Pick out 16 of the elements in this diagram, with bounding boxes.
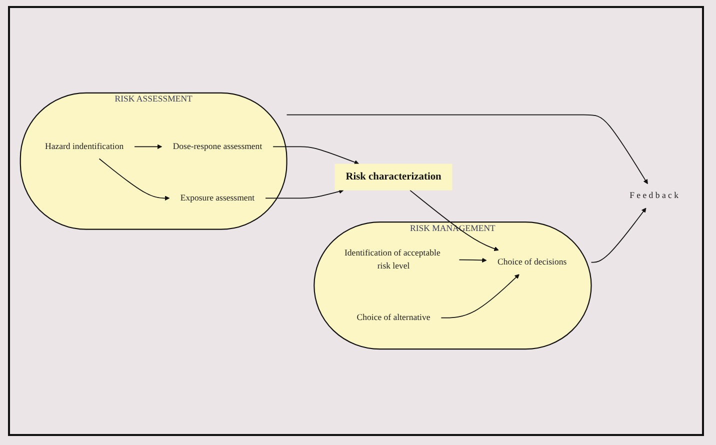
arrow [134, 144, 162, 150]
node-box: Risk characterization [334, 164, 452, 190]
arrow [265, 189, 344, 199]
node-text: Exposure assessment [180, 193, 255, 203]
node-text: Choice of decisions [498, 257, 567, 267]
arrow [440, 274, 520, 318]
node-text: Identification of acceptable risk level [344, 248, 440, 271]
node-text: Hazard indentification [45, 142, 124, 152]
arrow [272, 146, 360, 164]
node-text: Feedback [630, 191, 681, 200]
arrow [286, 114, 648, 184]
arrow [458, 258, 487, 263]
arrow [590, 208, 646, 263]
arrow [98, 158, 170, 201]
node-text: Dose-respone assessment [172, 142, 262, 152]
node-text: Choice of alternative [356, 312, 430, 322]
